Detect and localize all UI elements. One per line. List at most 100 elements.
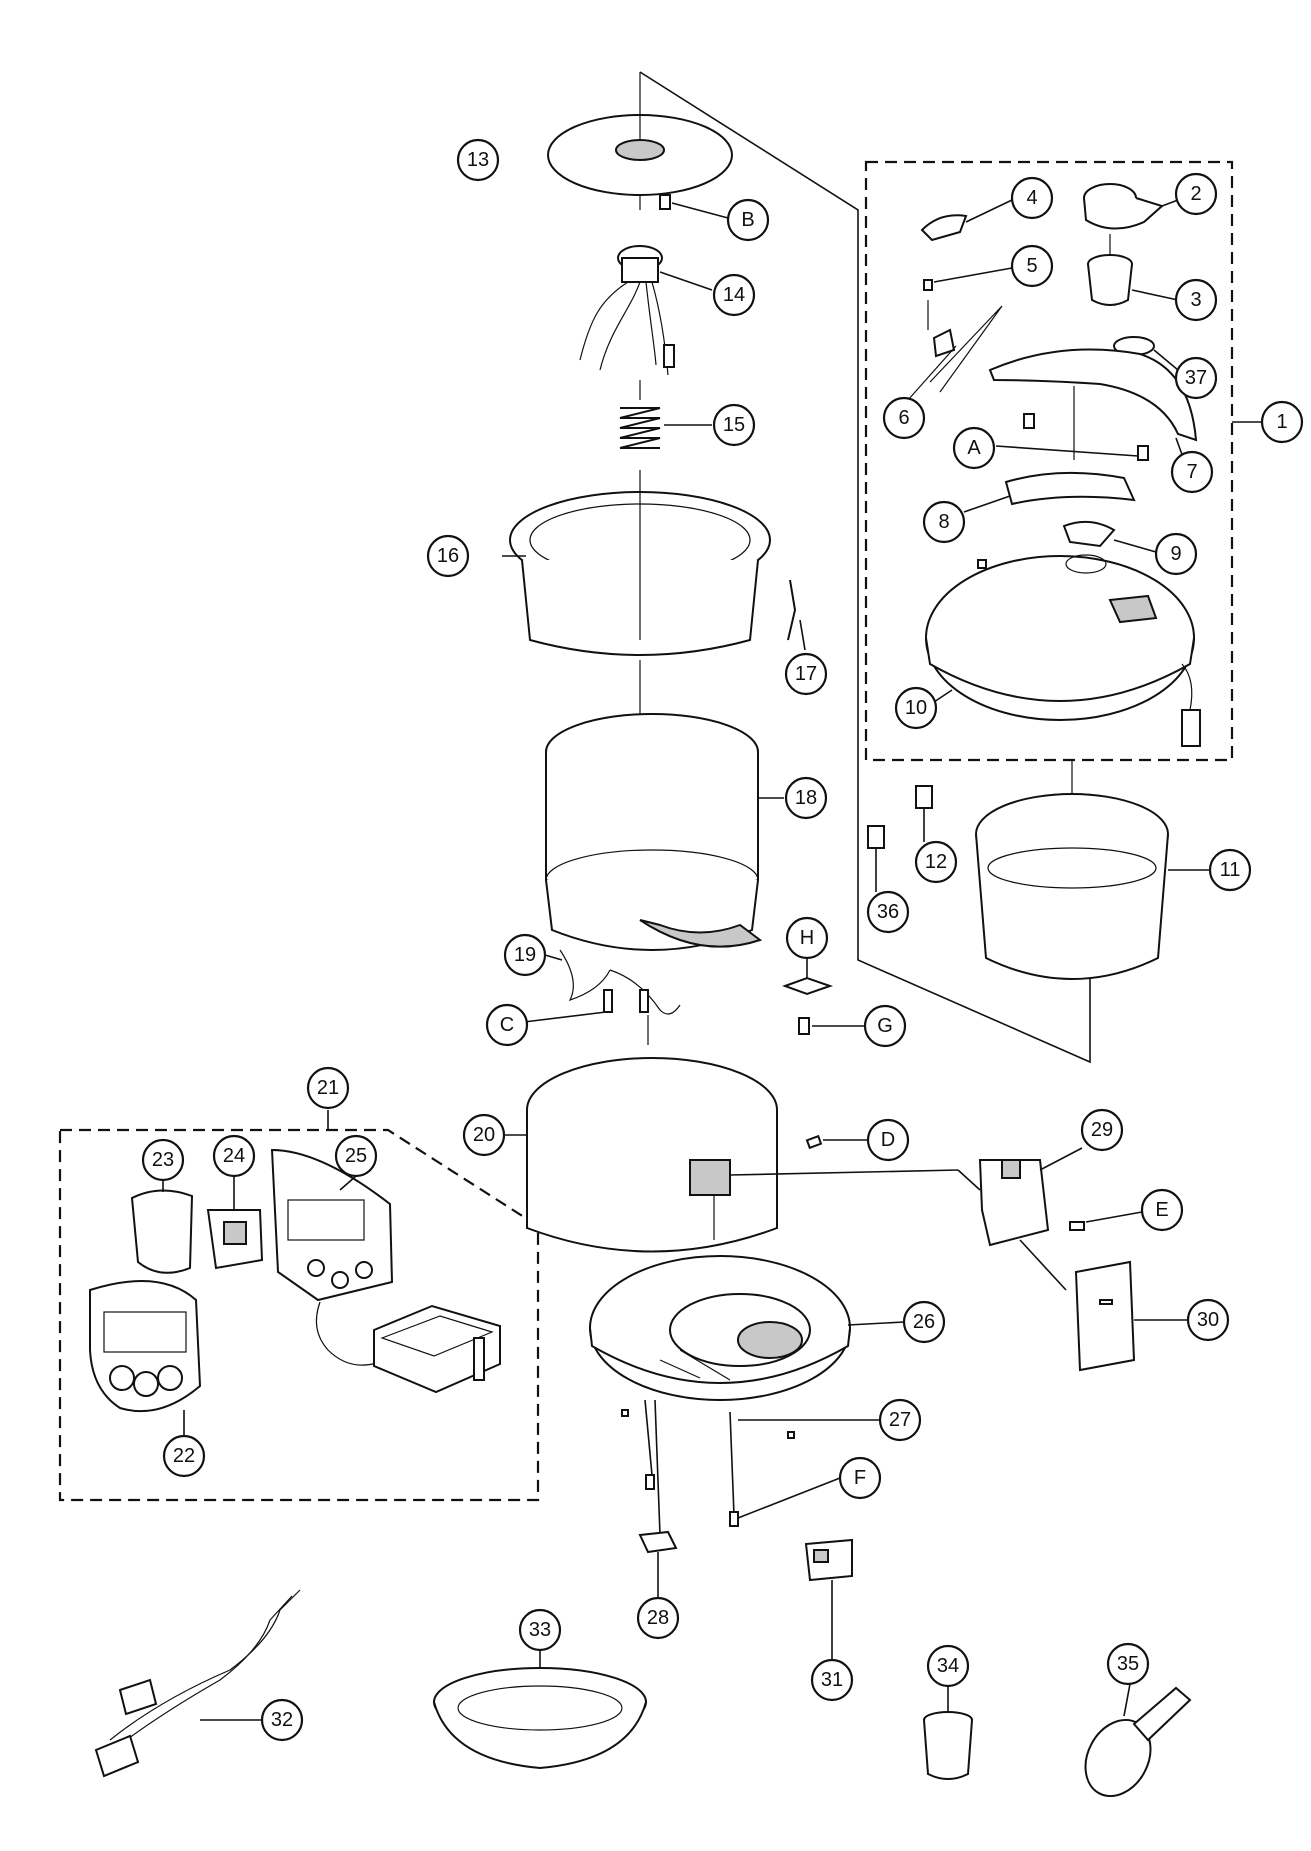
bracket-cover (1019, 1239, 1188, 1372)
callout-18: 18 (784, 776, 828, 820)
callout-26-label: 26 (913, 1311, 935, 1333)
callout-32: 32 (260, 1698, 304, 1742)
callout-21-label: 21 (317, 1077, 339, 1099)
power-switch (804, 1538, 853, 1660)
callout-7: 7 (1170, 450, 1214, 494)
callout-28: 28 (636, 1596, 680, 1640)
clip-17 (787, 579, 806, 651)
screw-a (995, 413, 1149, 461)
lid-handle (988, 348, 1198, 461)
callout-14-label: 14 (723, 284, 745, 306)
callout-30-label: 30 (1197, 1309, 1219, 1331)
callout-e: E (1140, 1188, 1184, 1232)
callout-17: 17 (784, 652, 828, 696)
callout-e-label: E (1155, 1199, 1168, 1221)
callout-22: 22 (162, 1434, 206, 1478)
callout-12: 12 (914, 840, 958, 884)
callout-c: C (485, 1003, 529, 1047)
callout-27-label: 27 (889, 1409, 911, 1431)
steam-vent (1087, 234, 1179, 306)
callout-d: D (866, 1118, 910, 1162)
callout-23-label: 23 (152, 1149, 174, 1171)
callout-24-label: 24 (223, 1145, 245, 1167)
callout-35: 35 (1106, 1642, 1150, 1686)
callout-8-label: 8 (938, 511, 949, 533)
screw-f (645, 1474, 841, 1527)
callout-14: 14 (712, 273, 756, 317)
spring (619, 380, 712, 449)
control-panel-group-box (58, 1128, 540, 1502)
callout-6: 6 (882, 396, 926, 440)
callout-11: 11 (1208, 848, 1252, 892)
steam-basket (433, 1650, 647, 1770)
control-panel-25 (270, 1148, 394, 1302)
callout-19: 19 (503, 933, 547, 977)
callout-35-label: 35 (1117, 1653, 1139, 1675)
control-board (315, 1301, 501, 1394)
heater-plate (545, 660, 784, 951)
callout-f: F (838, 1456, 882, 1500)
callout-31-label: 31 (821, 1669, 843, 1691)
latch-hook (907, 300, 1003, 401)
callout-21: 21 (306, 1066, 350, 1110)
callout-5: 5 (1010, 244, 1054, 288)
release-lever (920, 199, 1013, 242)
screw-d (729, 1134, 959, 1176)
measuring-cup (923, 1686, 973, 1780)
projection-line-top (639, 71, 1091, 1064)
callout-2-label: 2 (1190, 183, 1201, 205)
callout-3: 3 (1174, 278, 1218, 322)
lid-assembly-group-box (864, 160, 1234, 762)
callout-29: 29 (1080, 1108, 1124, 1152)
panel-cover-22 (89, 1280, 202, 1436)
callout-b-label: B (741, 209, 754, 231)
thermostat-sensor (579, 245, 713, 376)
callout-29-label: 29 (1091, 1119, 1113, 1141)
upper-body-ring (502, 470, 771, 656)
callout-25-label: 25 (345, 1145, 367, 1167)
side-bracket (957, 1147, 1083, 1247)
power-cord (94, 1589, 301, 1778)
base-plate (589, 1255, 905, 1401)
heater-wiring (544, 949, 681, 1015)
screw-g (798, 1017, 865, 1035)
callout-11-label: 11 (1220, 859, 1241, 881)
callout-16: 16 (426, 534, 470, 578)
leader-37 (1153, 349, 1179, 371)
callout-13: 13 (456, 138, 500, 182)
callout-5-label: 5 (1026, 255, 1037, 277)
handle-bracket (963, 471, 1136, 513)
callout-36-label: 36 (877, 901, 899, 923)
callout-17-label: 17 (795, 663, 817, 685)
top-cover-disc (547, 72, 733, 210)
callout-4: 4 (1010, 176, 1054, 220)
callout-25: 25 (334, 1134, 378, 1178)
callout-31: 31 (810, 1658, 854, 1702)
callout-32-label: 32 (271, 1709, 293, 1731)
callout-d-label: D (881, 1129, 895, 1151)
valve-seal (867, 825, 885, 892)
callout-24: 24 (212, 1134, 256, 1178)
panel-cover-23 (130, 1180, 194, 1274)
callout-9-label: 9 (1170, 543, 1181, 565)
callout-7-label: 7 (1186, 461, 1197, 483)
callout-27: 27 (878, 1398, 922, 1442)
callout-a: A (952, 426, 996, 470)
foot-pad (638, 1530, 678, 1598)
callout-6-label: 6 (898, 407, 909, 429)
pressure-valve (1062, 520, 1157, 553)
float-valve (915, 785, 933, 842)
callout-30: 30 (1186, 1298, 1230, 1342)
outer-body (505, 1015, 778, 1253)
callout-22-label: 22 (173, 1445, 195, 1467)
callout-1-label: 1 (1276, 411, 1287, 433)
callout-18-label: 18 (795, 787, 817, 809)
callout-10-label: 10 (905, 697, 927, 719)
callout-33: 33 (518, 1608, 562, 1652)
callout-3-label: 3 (1190, 289, 1201, 311)
callout-g: G (863, 1004, 907, 1048)
inner-pot (975, 760, 1210, 980)
callout-2: 2 (1174, 172, 1218, 216)
callout-8: 8 (922, 500, 966, 544)
